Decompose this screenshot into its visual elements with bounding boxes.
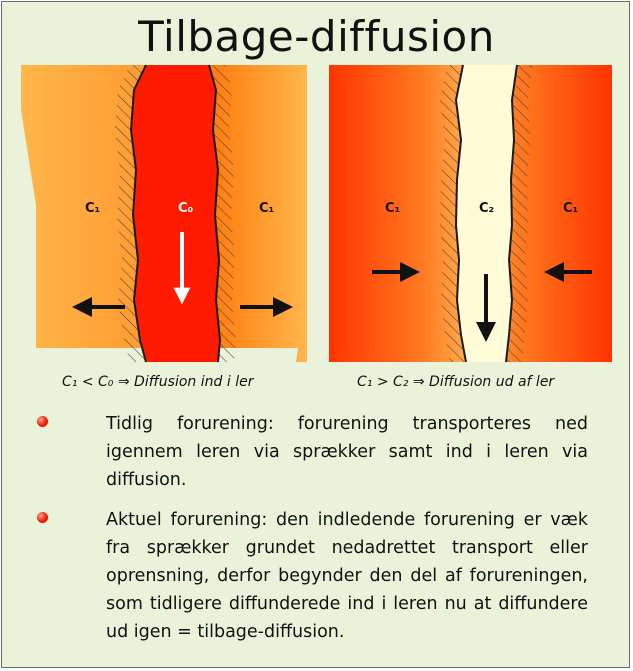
label-center: C₂ [479, 201, 494, 216]
bullet-list: Tidlig forurening: forurening transporte… [40, 410, 588, 658]
label-left: C₁ [85, 201, 100, 216]
figure-diffusion-out: C₁ C₂ C₁ [329, 65, 612, 362]
bullet-text: Aktuel forurening: den indledende forure… [106, 506, 588, 646]
caption-diffusion-in: C₁ < C₀ ⇒ Diffusion ind i ler [62, 374, 253, 390]
caption-diffusion-out: C₁ > C₂ ⇒ Diffusion ud af ler [357, 374, 554, 390]
bullet-item: Aktuel forurening: den indledende forure… [40, 506, 588, 646]
figure-diffusion-in: C₁ C₀ C₁ [21, 65, 307, 362]
label-right: C₁ [259, 201, 274, 216]
label-left: C₁ [385, 201, 400, 216]
bullet-item: Tidlig forurening: forurening transporte… [40, 410, 588, 494]
bullet-text: Tidlig forurening: forurening transporte… [106, 410, 588, 494]
bullet-dot-icon [37, 416, 48, 427]
label-right: C₁ [563, 201, 578, 216]
bullet-dot-icon [37, 512, 48, 523]
label-center: C₀ [178, 201, 194, 216]
fracture-fill [131, 65, 220, 362]
